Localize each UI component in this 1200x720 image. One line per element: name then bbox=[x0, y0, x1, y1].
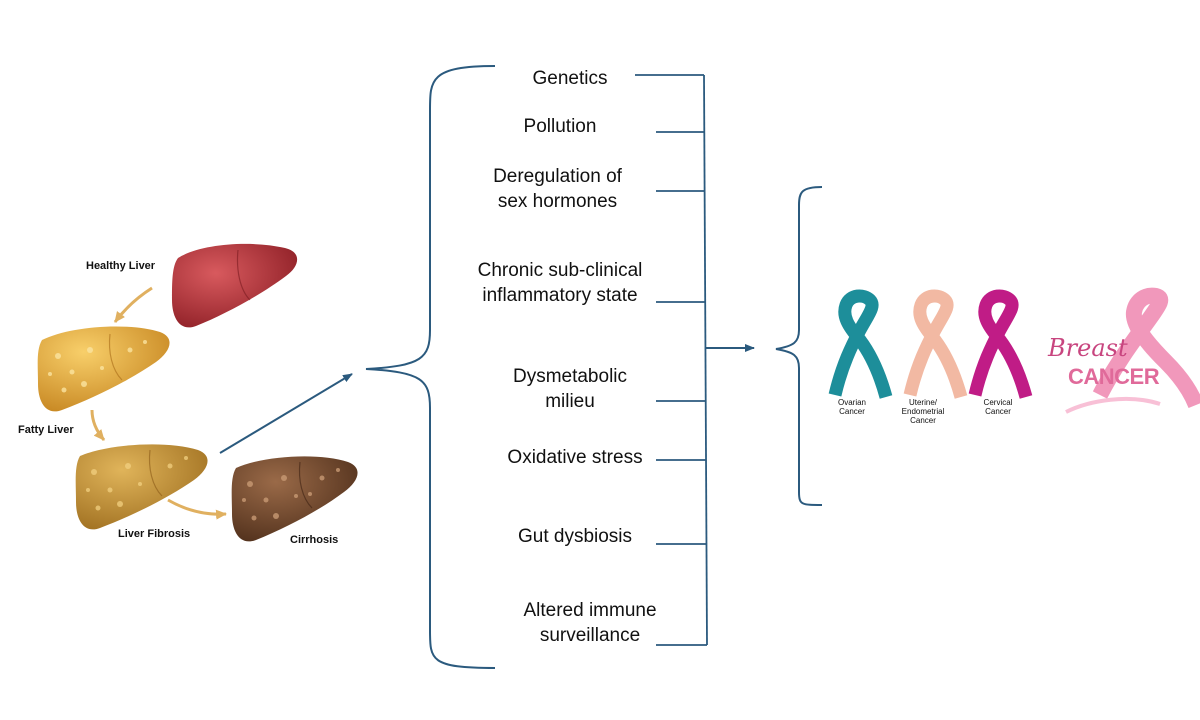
factors-right-bracket bbox=[635, 74, 708, 646]
label-cirrhosis: Cirrhosis bbox=[290, 534, 339, 546]
arrow-fibrosis-to-cirrhosis bbox=[167, 498, 227, 520]
breast-cancer-logo-caps: CANCER bbox=[1068, 364, 1160, 389]
label-uterine-cancer: Uterine/ Endometrial Cancer bbox=[901, 398, 945, 425]
label-cervical-cancer: Cervical Cancer bbox=[983, 398, 1013, 416]
arrow-fatty-to-fibrosis bbox=[90, 409, 106, 441]
cancers-brace bbox=[775, 186, 823, 506]
factor-pollution: Pollution bbox=[523, 116, 597, 137]
factor-inflammatory-state: Chronic sub-clinical inflammatory state bbox=[477, 260, 643, 306]
factor-gut-dysbiosis: Gut dysbiosis bbox=[517, 526, 633, 547]
factor-immune-surveillance: Altered immune surveillance bbox=[523, 600, 657, 646]
arrow-healthy-to-fatty bbox=[113, 286, 153, 323]
factor-oxidative-stress: Oxidative stress bbox=[507, 447, 643, 468]
factor-genetics: Genetics bbox=[532, 68, 608, 89]
label-ovarian-cancer: Ovarian Cancer bbox=[837, 398, 866, 416]
label-healthy-liver: Healthy Liver bbox=[86, 260, 156, 272]
cervical-ribbon-icon bbox=[968, 289, 1033, 399]
breast-cancer-logo-script: Breast bbox=[1048, 334, 1128, 362]
fibrosis-liver-icon bbox=[75, 444, 208, 530]
healthy-liver-icon bbox=[172, 243, 298, 328]
ovarian-ribbon-icon bbox=[828, 289, 893, 399]
factor-dysmetabolic-milieu: Dysmetabolic milieu bbox=[512, 366, 628, 412]
factors-left-brace bbox=[365, 65, 496, 669]
label-fatty-liver: Fatty Liver bbox=[18, 424, 74, 436]
fatty-liver-icon bbox=[37, 326, 170, 412]
cirrhosis-liver-icon bbox=[231, 456, 358, 542]
arrow-liver-to-factors bbox=[219, 373, 353, 454]
uterine-ribbon-icon bbox=[903, 289, 968, 399]
label-liver-fibrosis: Liver Fibrosis bbox=[118, 528, 191, 540]
factor-sex-hormones: Deregulation of sex hormones bbox=[493, 166, 622, 212]
breast-cancer-ribbon-icon bbox=[1065, 287, 1200, 414]
